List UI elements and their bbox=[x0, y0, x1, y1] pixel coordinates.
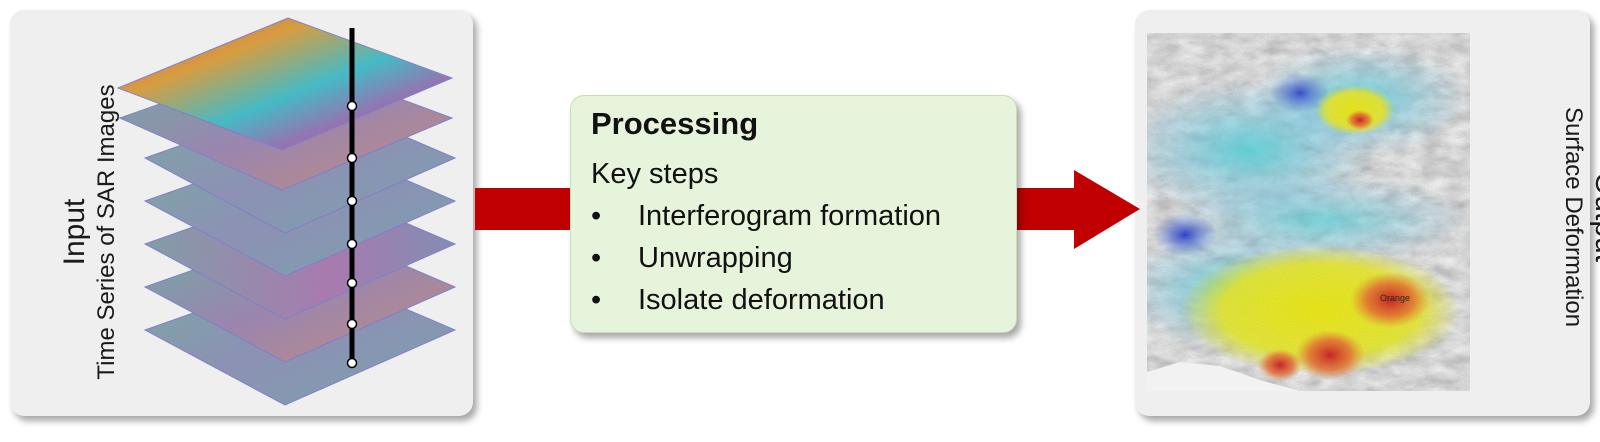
pixel-marker bbox=[346, 277, 358, 289]
step-label: Interferogram formation bbox=[638, 200, 942, 232]
processing-step: • Unwrapping bbox=[591, 242, 793, 275]
map-place-label: Orange bbox=[1380, 293, 1410, 303]
processing-box: Processing Key steps • Interferogram form… bbox=[570, 95, 1017, 333]
pixel-marker bbox=[346, 357, 358, 369]
sar-image-stack bbox=[116, 17, 457, 406]
step-label: Unwrapping bbox=[638, 242, 793, 274]
bullet: • bbox=[591, 284, 602, 316]
diagram-graphics: Orange bbox=[116, 17, 1470, 406]
bullet: • bbox=[591, 200, 602, 232]
processing-title: Processing bbox=[591, 106, 759, 141]
pixel-marker bbox=[346, 100, 358, 112]
processing-step: • Isolate deformation bbox=[591, 284, 885, 317]
pixel-marker bbox=[346, 238, 358, 250]
step-label: Isolate deformation bbox=[638, 284, 885, 316]
sar-layer-top bbox=[116, 17, 454, 151]
pixel-marker bbox=[346, 152, 358, 164]
pixel-marker bbox=[346, 195, 358, 207]
deformation-map: Orange bbox=[1147, 33, 1470, 391]
pixel-marker bbox=[346, 318, 358, 330]
bullet: • bbox=[591, 242, 602, 274]
pixel-markers bbox=[346, 100, 358, 369]
processing-subtitle: Key steps bbox=[591, 158, 719, 190]
processing-step: • Interferogram formation bbox=[591, 200, 941, 233]
